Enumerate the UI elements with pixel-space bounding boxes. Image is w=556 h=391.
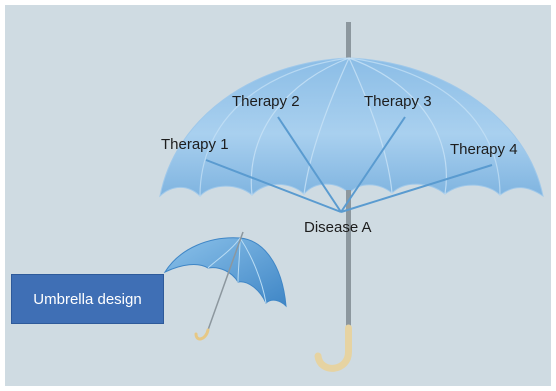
therapy-2-label: Therapy 2 xyxy=(232,93,300,110)
connector-therapy-4 xyxy=(340,164,493,213)
therapy-3-label: Therapy 3 xyxy=(364,93,432,110)
small-umbrella-shaft xyxy=(207,231,244,331)
umbrella-canopy xyxy=(159,57,544,198)
umbrella-design-box: Umbrella design xyxy=(11,274,164,324)
umbrella-shaft xyxy=(346,190,351,330)
connector-therapy-1 xyxy=(205,159,342,213)
connector-therapy-3 xyxy=(340,116,406,213)
small-umbrella-icon xyxy=(163,231,287,341)
connector-lines xyxy=(205,116,493,213)
therapy-4-label: Therapy 4 xyxy=(450,141,518,158)
umbrella-handle xyxy=(314,324,352,372)
canopy-seam xyxy=(348,57,393,194)
umbrella-design-label: Umbrella design xyxy=(33,290,142,308)
canopy-seam xyxy=(348,57,501,196)
disease-a-label: Disease A xyxy=(304,219,372,236)
small-canopy-seam xyxy=(239,237,267,304)
therapy-1-label: Therapy 1 xyxy=(161,136,229,153)
canopy-seam xyxy=(303,57,350,195)
umbrella-icon xyxy=(159,22,544,372)
canopy-seam xyxy=(199,57,350,197)
small-canopy-seam xyxy=(207,237,241,269)
small-umbrella-canopy xyxy=(163,237,287,308)
connector-therapy-2 xyxy=(277,116,342,213)
canopy-seam xyxy=(250,57,350,196)
canopy-seam xyxy=(348,57,447,195)
umbrella-tip xyxy=(346,22,351,62)
small-umbrella-handle xyxy=(194,328,210,341)
